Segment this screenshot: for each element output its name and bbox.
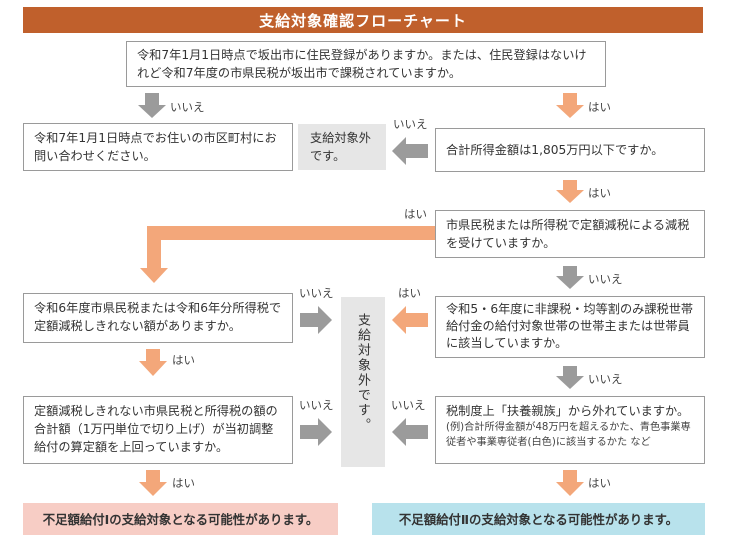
arrow-no-unfinished <box>300 306 332 334</box>
result-shortfall-1: 不足額給付Ⅰの支給対象となる可能性があります。 <box>23 503 338 535</box>
arrow-yes-unfinished <box>139 349 167 376</box>
dependent-note: (例)合計所得金額が48万円を超えるかた、青色事業専従者や事業専従者(白色)に該… <box>446 422 691 448</box>
label-yes-reduction: はい <box>404 207 427 221</box>
label-yes-residence: はい <box>588 100 611 114</box>
label-no-income: いいえ <box>393 117 428 131</box>
question-unfinished-reduction: 令和6年度市県民税または令和6年分所得税で定額減税しきれない額がありますか。 <box>23 293 293 343</box>
question-compare-amount: 定額減税しきれない市県民税と所得税の額の合計額（1万円単位で切り上げ）が当初調整… <box>23 396 293 464</box>
label-no-dependent: いいえ <box>391 398 426 412</box>
label-yes-unfinished: はい <box>172 353 195 367</box>
label-yes-dependent: はい <box>588 476 611 490</box>
label-no-compare: いいえ <box>299 398 334 412</box>
not-eligible-center-box: 支給対象外です。 <box>341 297 385 467</box>
not-eligible-center-text: 支給対象外です。 <box>355 313 370 433</box>
question-nontaxable-household: 令和5・6年度に非課税・均等割のみ課税世帯給付金の給付対象世帯の世帯主または世帯… <box>435 296 705 358</box>
arrow-no-residence <box>138 93 166 118</box>
label-no-residence: いいえ <box>170 100 205 114</box>
label-yes-nontaxable: はい <box>398 286 421 300</box>
arrow-no-dependent <box>392 418 428 446</box>
arrow-no-compare <box>300 418 332 446</box>
question-income: 合計所得金額は1,805万円以下ですか。 <box>435 128 705 172</box>
label-yes-compare: はい <box>172 476 195 490</box>
arrow-yes-residence <box>556 93 584 118</box>
arrow-no-reduction <box>556 266 584 289</box>
arrow-no-nontaxable <box>556 366 584 389</box>
arrow-no-income <box>392 137 428 165</box>
arrow-yes-reduction <box>140 226 435 283</box>
dependent-question-text: 税制度上「扶養親族」から外れていますか。 <box>446 404 690 418</box>
arrow-yes-compare <box>139 470 167 496</box>
contact-municipality-box: 令和7年1月1日時点でお住いの市区町村にお問い合わせください。 <box>23 123 293 171</box>
question-residence: 令和7年1月1日時点で坂出市に住民登録がありますか。または、住民登録はないけれど… <box>126 41 606 87</box>
label-no-reduction: いいえ <box>588 272 623 286</box>
arrow-yes-income <box>556 180 584 203</box>
arrow-yes-nontaxable <box>392 306 428 334</box>
label-no-unfinished: いいえ <box>299 286 334 300</box>
label-no-nontaxable: いいえ <box>588 372 623 386</box>
flowchart-title: 支給対象確認フローチャート <box>23 7 703 33</box>
result-shortfall-2: 不足額給付Ⅱの支給対象となる可能性があります。 <box>372 503 705 535</box>
question-tax-reduction: 市県民税または所得税で定額減税による減税を受けていますか。 <box>435 210 705 258</box>
arrow-yes-dependent <box>556 470 584 496</box>
question-dependent: 税制度上「扶養親族」から外れていますか。 (例)合計所得金額が48万円を超えるか… <box>435 396 705 464</box>
label-yes-income: はい <box>588 186 611 200</box>
not-eligible-box: 支給対象外です。 <box>298 124 386 170</box>
